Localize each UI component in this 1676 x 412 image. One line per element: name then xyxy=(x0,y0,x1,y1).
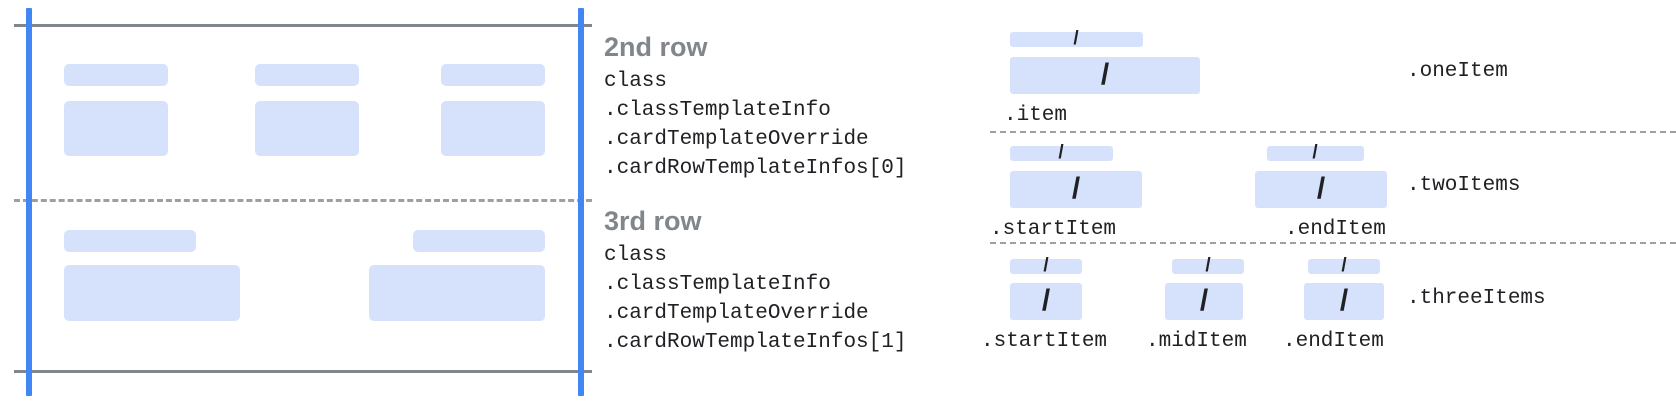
slash-icon: / xyxy=(1043,255,1049,276)
slash-icon: / xyxy=(1205,255,1211,276)
right-guide-bar xyxy=(578,8,584,396)
row2-item1-value-placeholder xyxy=(64,101,168,156)
three-items-end-value-box: / xyxy=(1304,283,1384,320)
row-variant-legend: / / .item .oneItem / / .startItem / / .e… xyxy=(960,0,1676,412)
variant-two-items: / / .startItem / / .endItem .twoItems xyxy=(960,138,1676,248)
variant-two-items-name: .twoItems xyxy=(1407,174,1521,197)
variant-one-item: / / .item .oneItem xyxy=(960,22,1676,132)
row-descriptor-2nd-row-line-1: .classTemplateInfo xyxy=(604,99,831,122)
three-items-mid-label: .midItem xyxy=(1146,330,1247,353)
row3-item1-label-placeholder xyxy=(64,230,196,252)
row2-item3-label-placeholder xyxy=(441,64,545,86)
three-items-mid-label-box: / xyxy=(1172,255,1244,276)
slash-icon: / xyxy=(1041,284,1051,317)
three-items-mid-value-box: / xyxy=(1165,283,1243,320)
slash-icon: / xyxy=(1341,255,1347,276)
three-items-start-label-box: / xyxy=(1010,255,1082,276)
row2-item2-label-placeholder xyxy=(255,64,359,86)
variant-one-item-name: .oneItem xyxy=(1407,60,1508,83)
slash-icon: / xyxy=(1312,142,1318,163)
one-item-slot-label: .item xyxy=(1004,104,1068,127)
row-descriptor-2nd-row: 2nd row class .classTemplateInfo .cardTe… xyxy=(604,30,906,183)
row3-item2-value-placeholder xyxy=(369,265,545,321)
row-divider-dashed xyxy=(14,199,592,202)
row3-item1-value-placeholder xyxy=(64,265,240,321)
slash-icon: / xyxy=(1071,172,1081,205)
row-descriptor-3rd-row-line-3: .cardRowTemplateInfos[1] xyxy=(604,331,907,354)
one-item-slot-label-box: / xyxy=(1010,28,1143,49)
three-items-end-label: .endItem xyxy=(1283,330,1384,353)
row-descriptor-3rd-row-line-2: .cardTemplateOverride xyxy=(604,302,869,325)
two-items-end-value-box: / xyxy=(1255,171,1387,208)
variant-three-items-name: .threeItems xyxy=(1407,287,1546,310)
row-descriptor-2nd-row-title: 2nd row xyxy=(604,32,708,62)
two-items-end-label-box: / xyxy=(1267,142,1364,163)
row-descriptor-2nd-row-line-2: .cardTemplateOverride xyxy=(604,128,869,151)
variant-separator-1 xyxy=(990,131,1676,133)
row-descriptor-3rd-row-title: 3rd row xyxy=(604,206,702,236)
row2-item1-label-placeholder xyxy=(64,64,168,86)
row3-item2-label-placeholder xyxy=(413,230,545,252)
bottom-boundary-rule xyxy=(14,370,592,373)
slash-icon: / xyxy=(1058,142,1064,163)
row-descriptor-2nd-row-line-3: .cardRowTemplateInfos[0] xyxy=(604,157,907,180)
slash-icon: / xyxy=(1073,28,1079,49)
slash-icon: / xyxy=(1339,284,1349,317)
row-descriptor-column: 2nd row class .classTemplateInfo .cardTe… xyxy=(600,0,960,412)
one-item-slot-value-box: / xyxy=(1010,57,1200,94)
three-items-end-label-box: / xyxy=(1308,255,1380,276)
slash-icon: / xyxy=(1199,284,1209,317)
row-descriptor-3rd-row-line-1: .classTemplateInfo xyxy=(604,273,831,296)
card-row-layout-preview xyxy=(0,0,592,412)
two-items-end-label: .endItem xyxy=(1285,218,1386,241)
two-items-start-label: .startItem xyxy=(990,218,1117,241)
variant-separator-2 xyxy=(990,242,1676,244)
three-items-start-label: .startItem xyxy=(981,330,1108,353)
two-items-start-value-box: / xyxy=(1010,171,1142,208)
top-boundary-rule xyxy=(14,24,592,27)
slash-icon: / xyxy=(1100,58,1110,91)
variant-three-items: / / .startItem / / .midItem / / .endItem… xyxy=(960,249,1676,364)
slash-icon: / xyxy=(1316,172,1326,205)
row-descriptor-3rd-row-line-0: class xyxy=(604,244,668,267)
row-descriptor-2nd-row-line-0: class xyxy=(604,70,668,93)
row2-item2-value-placeholder xyxy=(255,101,359,156)
two-items-start-label-box: / xyxy=(1010,142,1113,163)
row2-item3-value-placeholder xyxy=(441,101,545,156)
left-guide-bar xyxy=(26,8,32,396)
three-items-start-value-box: / xyxy=(1010,283,1082,320)
row-descriptor-3rd-row: 3rd row class .classTemplateInfo .cardTe… xyxy=(604,204,906,357)
